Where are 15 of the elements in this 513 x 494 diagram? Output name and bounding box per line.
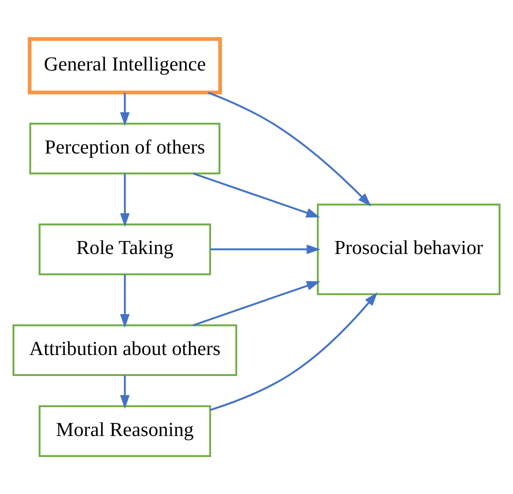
arrow — [120, 92, 130, 126]
node-box: Moral Reasoning — [38, 404, 212, 456]
arrow — [210, 292, 378, 410]
node-box: Prosocial behavior — [316, 203, 500, 295]
node-box: Attribution about others — [12, 324, 238, 376]
arrow — [120, 173, 130, 227]
arrow — [120, 374, 130, 408]
arrow — [208, 91, 372, 206]
arrow — [192, 172, 320, 217]
node-box: General Intelligence — [28, 36, 222, 94]
arrow — [210, 244, 320, 254]
arrow — [192, 280, 320, 326]
node-box: Perception of others — [29, 122, 220, 174]
node-box: Role Taking — [38, 223, 212, 275]
arrow — [120, 274, 130, 328]
